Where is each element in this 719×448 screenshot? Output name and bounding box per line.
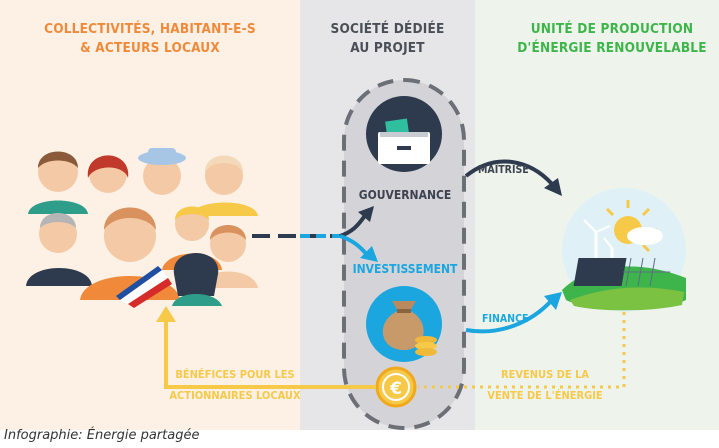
header-local-actors: COLLECTIVITÉS, HABITANT-E-S & ACTEURS LO… [0,20,300,58]
header-right-line-2: D'ÉNERGIE RENOUVELABLE [517,40,707,56]
money-bag-icon [366,286,442,362]
label-benefices: BÉNÉFICES POUR LES ACTIONNAIRES LOCAUX [150,364,320,406]
euro-coin-icon: € [375,366,417,408]
ballot-box-icon [366,96,442,172]
label-revenus-line-1: REVENUS DE LA [500,368,590,381]
arrow-benefices [164,318,376,389]
revenue-dotted-line [418,312,626,389]
header-project-company: SOCIÉTÉ DÉDIÉE AU PROJET [300,20,475,58]
label-finance: FINANCE [482,313,529,325]
label-revenus: REVENUS DE LA VENTE DE L'ÉNERGIE [470,364,620,406]
label-benefices-line-2: ACTIONNAIRES LOCAUX [169,389,301,402]
renewable-energy-icon [562,188,686,312]
caption: Infographie: Énergie partagée [4,428,200,443]
label-maitrise: MAÎTRISE [478,164,529,176]
header-left-line-1: COLLECTIVITÉS, HABITANT-E-S [44,21,256,37]
header-middle-line-1: SOCIÉTÉ DÉDIÉE [330,21,445,37]
tricolor-sash [116,266,172,308]
header-middle-line-2: AU PROJET [350,40,425,56]
label-revenus-line-2: VENTE DE L'ÉNERGIE [487,389,603,402]
people-group [26,148,258,308]
arrow-finance [465,298,554,334]
header-left-line-2: & ACTEURS LOCAUX [80,40,220,56]
header-right-line-1: UNITÉ DE PRODUCTION [530,21,694,37]
label-benefices-line-1: BÉNÉFICES POUR LES [175,368,295,381]
label-gouvernance: GOUVERNANCE [358,188,452,202]
arrow-maitrise [464,159,554,186]
header-energy-unit: UNITÉ DE PRODUCTION D'ÉNERGIE RENOUVELAB… [505,20,719,58]
svg-text:€: € [389,379,402,399]
label-investissement: INVESTISSEMENT [352,262,458,276]
